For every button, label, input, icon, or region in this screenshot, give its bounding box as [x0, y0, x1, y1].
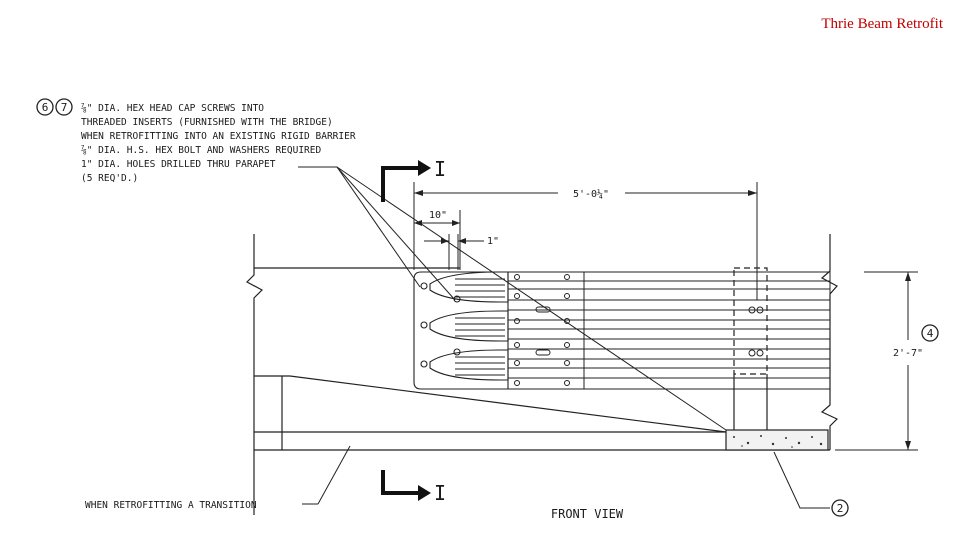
- marker-7-circle: [55, 98, 73, 116]
- dim-small-lines: [424, 234, 484, 270]
- note-leaders: [298, 166, 727, 431]
- note-line-3: WHEN RETROFITTING INTO AN EXISTING RIGID…: [81, 131, 356, 142]
- concrete-stipple: [733, 435, 823, 448]
- post: [733, 267, 768, 430]
- note-transition: WHEN RETROFITTING A TRANSITION: [85, 500, 257, 511]
- section-cut-top: [381, 166, 420, 202]
- marker-7: 7: [61, 101, 68, 114]
- thrie-beam-rail: [507, 271, 831, 390]
- callout-height: 4: [927, 327, 934, 340]
- note-line-1: ⅞" DIA. HEX HEAD CAP SCREWS INTO: [81, 103, 264, 114]
- marker-6: 6: [42, 101, 49, 114]
- dim-height: 2'-7": [893, 348, 923, 359]
- concrete-block: [725, 429, 829, 451]
- note-line-5: 1" DIA. HOLES DRILLED THRU PARAPET: [81, 159, 276, 170]
- retrofit-note: ⅞" DIA. HEX HEAD CAP SCREWS INTO THREADE…: [81, 103, 356, 184]
- section-cut-bottom: [381, 470, 420, 495]
- section-mark-top: I: [434, 157, 446, 181]
- dim-overall-lines: [413, 182, 758, 300]
- note-line-6: (5 REQ'D.): [81, 173, 138, 184]
- dim-end: 10": [429, 210, 447, 221]
- section-arrow-bottom: [418, 485, 431, 501]
- callout-bottom-circle: [831, 499, 849, 517]
- section-mark-bottom: I: [434, 481, 446, 505]
- callout-bottom-leader: [773, 451, 830, 509]
- note-line-4: ⅞" DIA. H.S. HEX BOLT AND WASHERS REQUIR…: [81, 145, 321, 156]
- dim-small: 1": [487, 236, 499, 247]
- transition-leader: [317, 445, 351, 505]
- dim-overall: 5'-0¼": [573, 188, 609, 200]
- view-label: FRONT VIEW: [551, 507, 624, 521]
- slide-title: Thrie Beam Retrofit: [821, 16, 943, 32]
- section-arrow-top: [418, 160, 431, 176]
- callout-bottom: 2: [837, 502, 844, 515]
- note-line-2: THREADED INSERTS (FURNISHED WITH THE BRI…: [81, 117, 333, 128]
- marker-6-circle: [36, 98, 54, 116]
- callout-height-circle: [921, 324, 939, 342]
- terminal-connector: [413, 271, 509, 390]
- dim-height-lines: [835, 271, 918, 451]
